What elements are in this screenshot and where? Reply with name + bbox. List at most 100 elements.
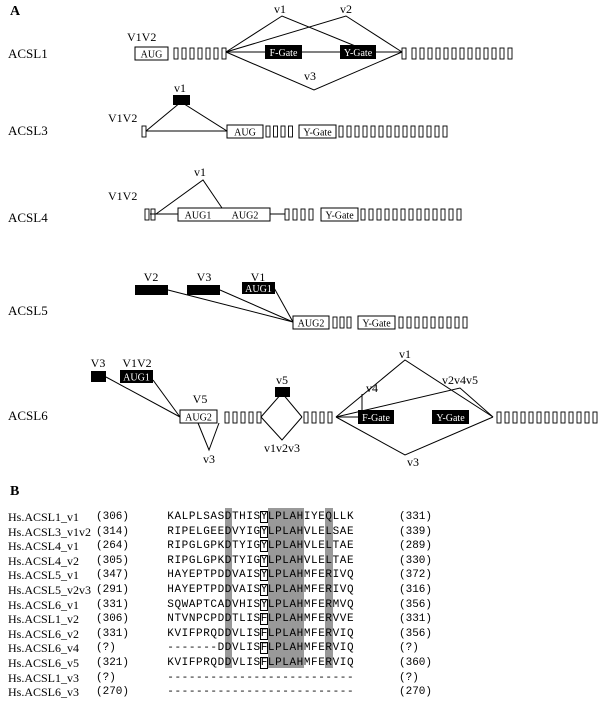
sequence-start: (291)	[96, 584, 130, 596]
acsl4-exon	[368, 208, 374, 221]
sequence-name: Hs.ACSL6_v4	[8, 641, 80, 656]
acsl5-aug1-text: AUG1	[245, 284, 272, 295]
sequence-end: (289)	[399, 540, 433, 553]
acsl3-exon	[288, 125, 293, 138]
alignment-row: Hs.ACSL1_v2(306)NTVNPCPDDTLISFLPLAHMFERV…	[0, 612, 600, 626]
acsl6-aug1-text: AUG1	[123, 373, 150, 384]
acsl4-exon	[284, 208, 290, 221]
acsl6-exon	[224, 411, 230, 424]
acsl5-exon	[406, 316, 412, 329]
acsl5-v2-exon	[135, 285, 168, 295]
sequence-name: Hs.ACSL5_v1	[8, 568, 80, 583]
acsl3-track	[145, 101, 228, 132]
sequence-name: Hs.ACSL1_v2	[8, 612, 80, 627]
sequence-name: Hs.ACSL1_v3	[8, 670, 80, 685]
acsl4-coding-box	[177, 207, 271, 222]
acsl4-exon	[408, 208, 414, 221]
acsl6-exon	[544, 411, 550, 424]
acsl6-exon	[496, 411, 502, 424]
acsl3-ygate-box	[298, 124, 337, 139]
acsl1-exon	[451, 47, 457, 60]
sequence-start: (?)	[96, 671, 116, 684]
sequence-end: (356)	[399, 598, 433, 611]
sequence-residues: NTVNPCPDDTLISFLPLAHMFERVVE	[167, 613, 354, 626]
acsl1-fgate-text: F-Gate	[270, 48, 298, 59]
sequence-residues: HAYEPTPDDVAISYLPLAHMFERIVQ	[167, 584, 354, 596]
acsl5-exon	[414, 316, 420, 329]
acsl6-v1v2v3-label: v1v2v3	[264, 441, 300, 455]
sequence-end: (331)	[399, 511, 433, 523]
sequence-start: (264)	[96, 540, 130, 553]
acsl1-exon	[197, 47, 203, 60]
acsl3-label: ACSL3	[8, 123, 48, 138]
acsl6-exon	[528, 411, 534, 424]
acsl3-exon	[434, 125, 440, 138]
acsl4-exon	[456, 208, 462, 221]
sequence-residues: KALPLSASDTHISYLPLAHIYEQLLK	[167, 511, 354, 523]
acsl5-exon	[398, 316, 404, 329]
acsl6-exon	[303, 411, 309, 424]
acsl6-exon	[568, 411, 574, 424]
acsl6-exon	[584, 411, 590, 424]
acsl1-exon	[435, 47, 441, 60]
acsl5-exon	[454, 316, 460, 329]
small-exon-layer	[141, 47, 598, 424]
panel-b-letter: B	[10, 484, 20, 499]
acsl5-aug1-box	[242, 282, 275, 294]
acsl3-exon	[370, 125, 376, 138]
sequence-end: (372)	[399, 569, 433, 582]
sequence-end: (270)	[399, 686, 433, 699]
sequence-start: (331)	[96, 598, 130, 611]
acsl5-exon	[446, 316, 452, 329]
sequence-residues: SQWAPTCADVHISYLPLAHMFERMVQ	[167, 598, 354, 611]
acsl4-exon	[416, 208, 422, 221]
acsl1-v1v2-label: V1V2	[127, 30, 156, 44]
acsl6-track	[105, 359, 494, 456]
acsl1-exon	[401, 47, 407, 60]
acsl1-v1-label: v1	[274, 2, 286, 16]
sequence-end: (330)	[399, 554, 433, 567]
acsl5-exon	[339, 316, 345, 329]
acsl6-exon	[504, 411, 510, 424]
acsl3-exon	[362, 125, 368, 138]
acsl3-exon	[442, 125, 448, 138]
acsl6-exon	[560, 411, 566, 424]
acsl6-fgate-text: F-Gate	[362, 413, 390, 424]
acsl6-exon	[327, 411, 333, 424]
acsl5-v1-label: V1	[251, 270, 266, 284]
acsl3-exon	[418, 125, 424, 138]
acsl6-exon	[576, 411, 582, 424]
acsl1-exon	[173, 47, 179, 60]
acsl6-aug1-box	[120, 370, 153, 383]
acsl1-ygate-text: Y-Gate	[344, 48, 373, 59]
acsl6-label: ACSL6	[8, 408, 48, 423]
sequence-start: (306)	[96, 511, 130, 523]
acsl4-label: ACSL4	[8, 210, 48, 225]
acsl1-exon	[507, 47, 513, 60]
sequence-residues: --------------------------	[167, 686, 354, 699]
sequence-residues: RIPGLGPKDTYIGYLPLAHVLELTAE	[167, 540, 354, 553]
acsl4-aug2-text: AUG2	[232, 211, 259, 222]
sequence-residues: -------DDVLISFLPLAHMFERVIQ	[167, 642, 354, 655]
acsl6-exon	[240, 411, 246, 424]
acsl4-exon	[384, 208, 390, 221]
acsl4-ygate-text: Y-Gate	[325, 211, 354, 222]
sequence-start: (270)	[96, 686, 130, 699]
alignment-row: Hs.ACSL5_v2v3(291)HAYEPTPDDVAISYLPLAHMFE…	[0, 583, 600, 597]
sequence-name: Hs.ACSL6_v1	[8, 597, 80, 612]
acsl5-exon	[430, 316, 436, 329]
sequence-end: (316)	[399, 584, 433, 596]
acsl3-exon	[354, 125, 360, 138]
acsl4-exon	[300, 208, 306, 221]
alignment-row: Hs.ACSL1_v3(?)--------------------------…	[0, 671, 600, 685]
alignment-row: Hs.ACSL4_v2(305)RIPGLGPKDTYIGYLPLAHVLELT…	[0, 554, 600, 568]
acsl1-exon	[467, 47, 473, 60]
acsl3-v1v2-label: V1V2	[108, 111, 137, 125]
acsl3-v1-label: v1	[174, 81, 186, 95]
sequence-name: Hs.ACSL4_v1	[8, 539, 80, 554]
acsl6-v3-exon	[91, 371, 106, 382]
acsl3-exon	[378, 125, 384, 138]
sequence-residues: HAYEPTPDDVAISYLPLAHMFERIVQ	[167, 569, 354, 582]
sequence-end: (360)	[399, 657, 433, 669]
acsl6-exon	[232, 411, 238, 424]
